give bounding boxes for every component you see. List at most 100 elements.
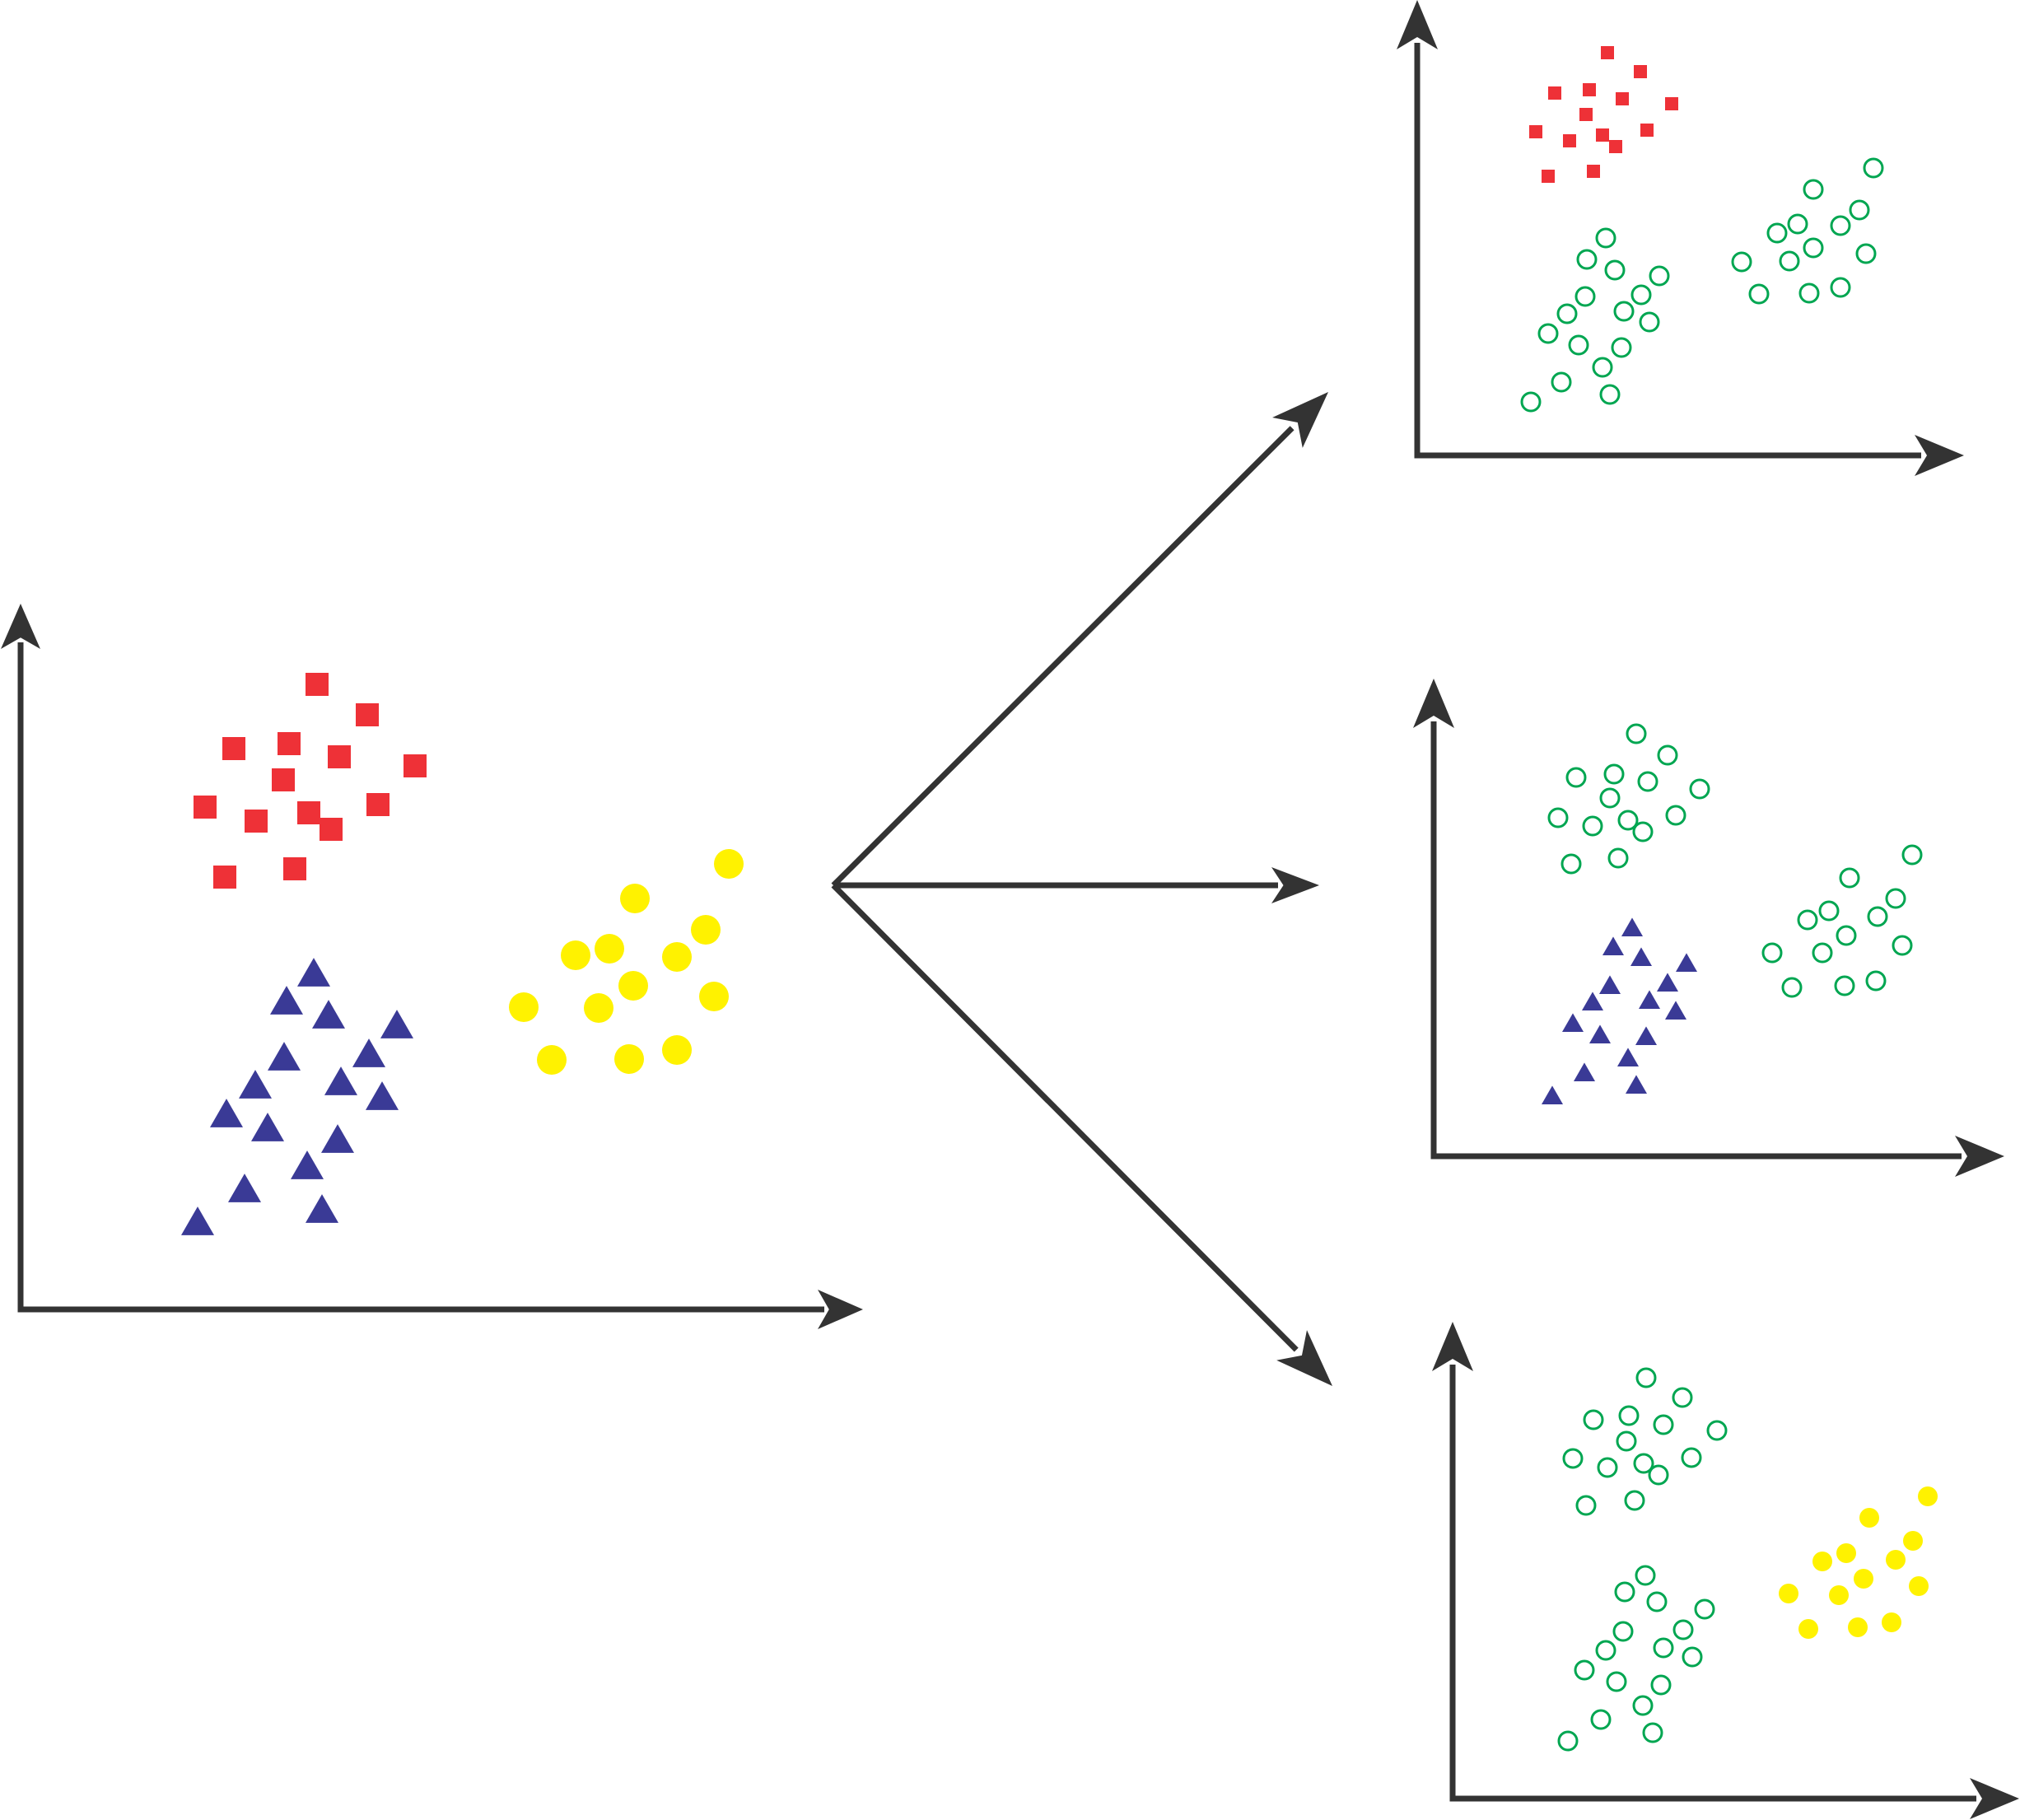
top-green-rings-b-ring xyxy=(1849,199,1870,221)
top-green-rings-b-ring xyxy=(1855,243,1877,264)
bottom-green-rings-b-ring xyxy=(1614,1581,1635,1603)
source-blue-triangles-triangle xyxy=(268,1042,301,1071)
top-green-rings-b-ring xyxy=(1748,283,1770,305)
middle-green-rings-b-ring xyxy=(1761,942,1783,964)
top-green-rings-b-ring xyxy=(1830,215,1851,236)
bottom-yellow-circles-dot xyxy=(1829,1585,1849,1605)
source-blue-triangles-triangle xyxy=(352,1038,385,1067)
bottom-green-rings-a-ring xyxy=(1583,1409,1604,1430)
source-blue-triangles-triangle xyxy=(228,1174,261,1202)
top-green-rings-a-ring xyxy=(1595,227,1616,249)
bottom-yellow-circles-dot xyxy=(1909,1576,1929,1596)
middle-green-rings-a-ring xyxy=(1626,723,1647,744)
branch-arrow-up-arrowhead xyxy=(1272,392,1328,448)
top-green-rings-a-ring xyxy=(1599,384,1621,405)
bottom-green-rings-a-ring xyxy=(1633,1453,1654,1474)
source-yellow-circles-dot xyxy=(662,942,692,972)
source-yellow-circles-dot xyxy=(714,849,744,879)
middle-blue-triangles-triangle xyxy=(1562,1013,1584,1033)
bottom-green-rings-b-ring xyxy=(1595,1640,1616,1661)
top-green-rings-b-ring xyxy=(1766,222,1788,244)
markers-layer xyxy=(181,46,1938,1752)
bottom-green-rings-a-ring xyxy=(1597,1457,1618,1478)
branch-arrows xyxy=(831,392,1332,1386)
result-plot-middle-y-axis-arrowhead xyxy=(1413,679,1454,728)
result-plot-top-x-axis-arrowhead xyxy=(1915,435,1964,476)
middle-blue-triangles-triangle xyxy=(1617,1048,1639,1067)
result-plot-bottom-x-axis xyxy=(1449,1778,2019,1819)
source-blue-triangles-triangle xyxy=(210,1099,243,1127)
branch-arrow-up-shaft xyxy=(831,426,1295,888)
top-red-squares-square xyxy=(1609,140,1622,153)
top-green-rings-a-ring xyxy=(1574,286,1596,307)
top-green-rings-a-ring xyxy=(1568,334,1589,356)
bottom-green-rings-b-ring xyxy=(1632,1695,1654,1716)
top-red-squares-square xyxy=(1529,125,1542,138)
bottom-green-rings-a-ring xyxy=(1616,1430,1637,1452)
top-red-squares-square xyxy=(1579,108,1593,121)
middle-green-rings-a-ring xyxy=(1603,763,1625,785)
source-yellow-circles xyxy=(509,849,744,1075)
source-red-squares-square xyxy=(213,866,236,889)
source-yellow-circles-dot xyxy=(537,1045,567,1075)
middle-blue-triangles-triangle xyxy=(1639,990,1660,1010)
top-red-squares-square xyxy=(1563,134,1576,147)
middle-green-rings-a-ring xyxy=(1665,805,1686,826)
middle-green-rings-b-ring xyxy=(1867,906,1888,927)
middle-green-rings-a xyxy=(1547,723,1710,875)
top-red-squares xyxy=(1529,46,1678,183)
middle-green-rings-b-ring xyxy=(1885,888,1906,909)
source-blue-triangles xyxy=(181,958,413,1235)
bottom-yellow-circles-dot xyxy=(1859,1508,1879,1528)
middle-green-rings-a-ring xyxy=(1617,810,1639,831)
source-yellow-circles-dot xyxy=(618,971,648,1001)
middle-green-rings-a-ring xyxy=(1637,771,1658,792)
top-green-rings-a-ring xyxy=(1649,265,1670,287)
branch-arrow-down xyxy=(831,883,1332,1386)
top-red-squares-square xyxy=(1634,65,1647,78)
middle-blue-triangles xyxy=(1542,917,1697,1105)
source-yellow-circles-dot xyxy=(699,982,729,1011)
top-red-squares-square xyxy=(1587,165,1600,178)
middle-blue-triangles-triangle xyxy=(1599,975,1621,995)
bottom-green-rings-a xyxy=(1562,1367,1728,1516)
source-red-squares-square xyxy=(272,768,295,791)
source-yellow-circles-dot xyxy=(561,940,590,970)
source-red-squares-square xyxy=(245,810,268,833)
bottom-yellow-circles-dot xyxy=(1798,1619,1818,1639)
source-plot-y-axis-arrowhead xyxy=(1,604,40,649)
result-plot-top-y-axis-arrowhead xyxy=(1397,0,1438,49)
bottom-yellow-circles-dot xyxy=(1903,1531,1923,1551)
source-red-squares-square xyxy=(320,818,343,841)
source-blue-triangles-triangle xyxy=(239,1070,272,1099)
top-green-rings-a-ring xyxy=(1576,249,1598,270)
bottom-green-rings-b-ring xyxy=(1606,1671,1627,1692)
bottom-green-rings-b-ring xyxy=(1574,1659,1595,1681)
bottom-green-rings-a-ring xyxy=(1618,1405,1640,1426)
source-red-squares-square xyxy=(366,793,390,816)
middle-blue-triangles-triangle xyxy=(1626,1075,1647,1094)
result-plot-top-y-axis xyxy=(1397,0,1438,459)
top-red-squares-square xyxy=(1542,170,1555,183)
top-green-rings-b-ring xyxy=(1803,237,1824,259)
branch-arrow-middle xyxy=(833,867,1319,903)
source-blue-triangles-triangle xyxy=(251,1113,284,1141)
bottom-green-rings-b-ring xyxy=(1642,1722,1663,1743)
top-green-rings-b-ring xyxy=(1731,251,1752,273)
top-green-rings-b-ring xyxy=(1803,179,1824,200)
middle-green-rings-a-ring xyxy=(1565,767,1587,788)
bottom-green-rings-b-ring xyxy=(1590,1709,1612,1730)
source-red-squares-square xyxy=(278,732,301,755)
middle-green-rings-b-ring xyxy=(1797,909,1818,931)
bottom-green-rings-b-ring xyxy=(1650,1674,1672,1696)
middle-green-rings-a-ring xyxy=(1689,778,1710,800)
bottom-green-rings-b-ring xyxy=(1612,1621,1634,1642)
top-green-rings-a-ring xyxy=(1537,323,1559,344)
source-yellow-circles-dot xyxy=(614,1044,644,1074)
middle-blue-triangles-triangle xyxy=(1582,992,1603,1011)
middle-blue-triangles-triangle xyxy=(1630,947,1652,967)
branch-arrow-down-shaft xyxy=(831,883,1299,1352)
top-green-rings-a-ring xyxy=(1630,284,1652,306)
top-green-rings-b-ring xyxy=(1779,250,1800,272)
